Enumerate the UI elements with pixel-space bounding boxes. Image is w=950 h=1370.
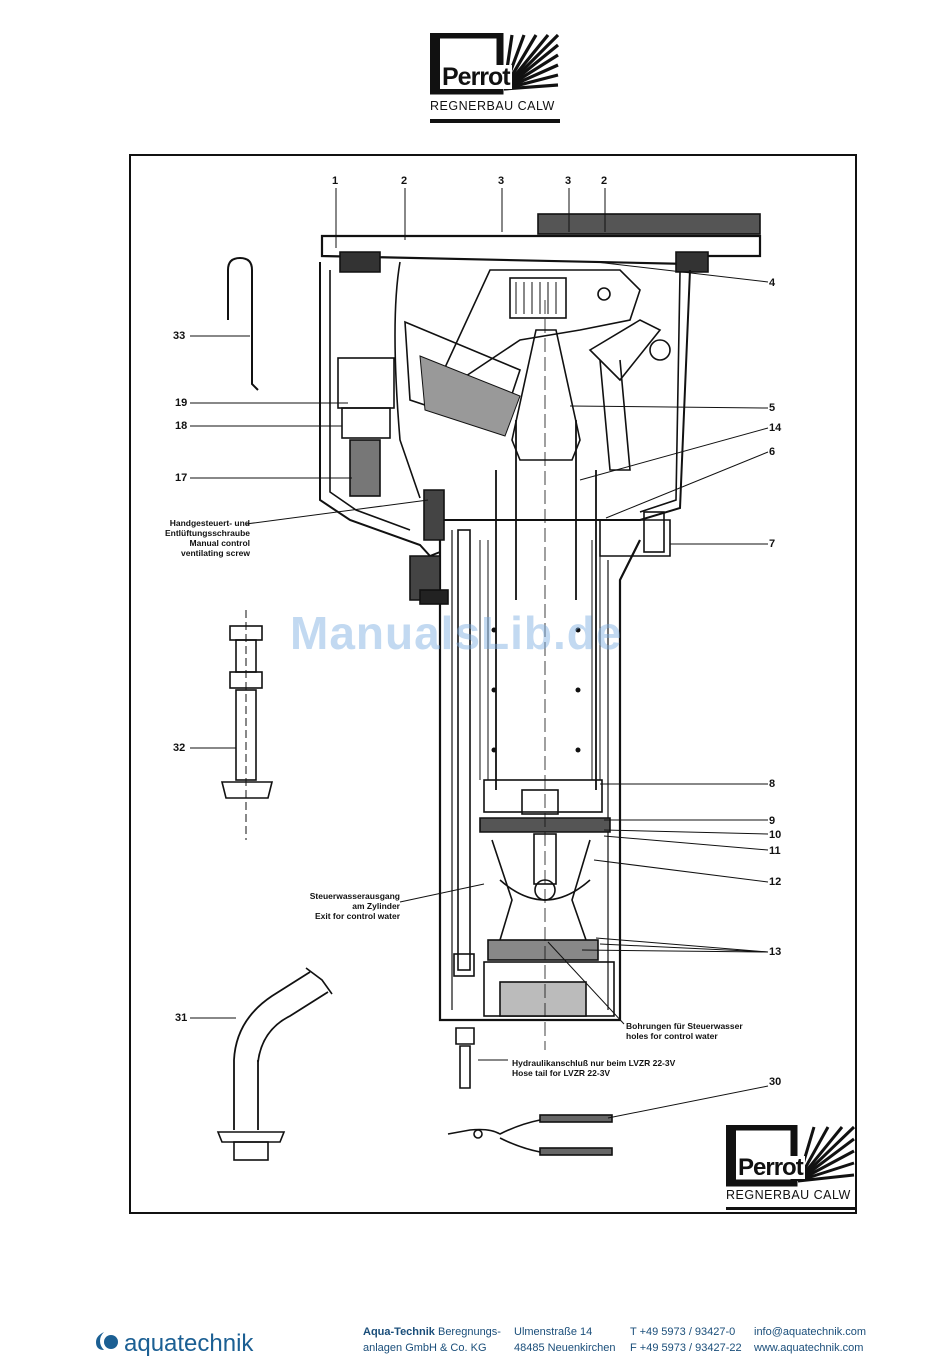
- callout-33: 33: [173, 330, 186, 342]
- callout-31: 31: [175, 1012, 188, 1024]
- callout-11: 11: [769, 845, 781, 857]
- callout-8: 8: [769, 778, 776, 790]
- company-name-rest: Beregnungs-: [434, 1326, 501, 1338]
- callout-6: 6: [769, 446, 776, 458]
- callout-2-right: 2: [601, 175, 608, 187]
- note-manual-control: Handgesteuert- und Entlüftungsschraube M…: [150, 518, 250, 558]
- callout-5: 5: [769, 402, 776, 414]
- footer-company: Aqua-Technik Beregnungs- anlagen GmbH & …: [363, 1324, 501, 1356]
- logo-bottom-tagline: REGNERBAU CALW: [726, 1188, 851, 1202]
- address-street: Ulmenstraße 14: [514, 1326, 593, 1338]
- logo-bottom-word: Perrot: [736, 1154, 805, 1181]
- callout-19: 19: [175, 397, 188, 409]
- note-exit-de-1: Steuerwasserausgang: [309, 891, 400, 901]
- note-exit-de-2: am Zylinder: [352, 901, 400, 911]
- callout-12: 12: [769, 876, 782, 888]
- aquatechnik-logo-icon: [94, 1330, 120, 1359]
- note-hose-de: Hydraulikanschluß nur beim LVZR 22-3V: [512, 1058, 676, 1068]
- note-hose-tail: Hydraulikanschluß nur beim LVZR 22-3V Ho…: [512, 1058, 692, 1078]
- note-holes-en: holes for control water: [626, 1031, 718, 1041]
- note-manual-en-1: Manual control: [189, 538, 250, 548]
- logo-word: Perrot: [440, 63, 512, 91]
- phone-number: T +49 5973 / 93427-0: [630, 1326, 736, 1338]
- watermark: ManualsLib.de: [290, 607, 623, 659]
- callout-13: 13: [769, 946, 782, 958]
- aquatechnik-brand[interactable]: aquatechnik: [94, 1330, 253, 1359]
- callout-32: 32: [173, 742, 186, 754]
- callout-10: 10: [769, 829, 782, 841]
- callout-1: 1: [332, 175, 339, 187]
- fax-number: F +49 5973 / 93427-22: [630, 1342, 742, 1354]
- company-line2: anlagen GmbH & Co. KG: [363, 1342, 487, 1354]
- web-link[interactable]: www.aquatechnik.com: [754, 1342, 864, 1354]
- note-manual-de-1: Handgesteuert- und: [169, 518, 250, 528]
- perrot-logo-bottom-graphic: [724, 1123, 856, 1210]
- note-holes-de: Bohrungen für Steuerwasser: [626, 1021, 743, 1031]
- note-exit-en: Exit for control water: [314, 911, 400, 921]
- perrot-logo-bottom: Perrot REGNERBAU CALW: [724, 1123, 856, 1211]
- footer-phone: T +49 5973 / 93427-0 F +49 5973 / 93427-…: [630, 1324, 742, 1356]
- perrot-logo-graphic: [428, 31, 560, 123]
- note-manual-de-2: Entlüftungsschraube: [164, 528, 250, 538]
- address-city: 48485 Neuenkirchen: [514, 1342, 616, 1354]
- drawing-frame: [129, 154, 857, 1214]
- logo-tagline: REGNERBAU CALW: [430, 99, 555, 113]
- footer-address: Ulmenstraße 14 48485 Neuenkirchen: [514, 1324, 616, 1356]
- note-hose-en: Hose tail for LVZR 22-3V: [512, 1068, 611, 1078]
- callout-3-left: 3: [498, 175, 505, 187]
- callout-14: 14: [769, 422, 782, 434]
- brand-name: aquatechnik: [124, 1330, 254, 1357]
- callout-3-right: 3: [565, 175, 572, 187]
- company-name-bold: Aqua-Technik: [363, 1326, 435, 1338]
- callout-18: 18: [175, 420, 188, 432]
- note-control-water-holes: Bohrungen für Steuerwasser holes for con…: [626, 1021, 766, 1041]
- note-control-water-exit: Steuerwasserausgang am Zylinder Exit for…: [296, 891, 400, 921]
- email-link[interactable]: info@aquatechnik.com: [754, 1326, 867, 1338]
- callout-2-left: 2: [401, 175, 408, 187]
- callout-17: 17: [175, 472, 188, 484]
- callout-7: 7: [769, 538, 776, 550]
- callout-9: 9: [769, 815, 776, 827]
- perrot-logo-top: Perrot REGNERBAU CALW: [428, 31, 560, 123]
- callout-4: 4: [769, 277, 776, 289]
- callout-30: 30: [769, 1076, 782, 1088]
- note-manual-en-2: ventilating screw: [181, 548, 250, 558]
- footer-contact: info@aquatechnik.com www.aquatechnik.com: [754, 1324, 866, 1356]
